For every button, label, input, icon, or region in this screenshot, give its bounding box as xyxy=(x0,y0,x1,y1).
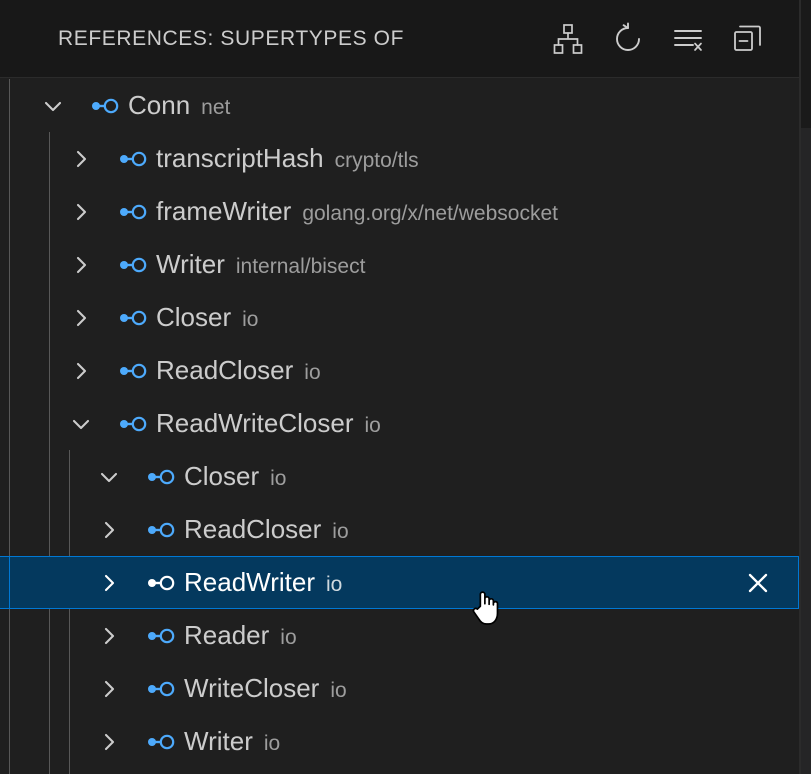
chevron-right-icon[interactable] xyxy=(92,662,126,715)
chevron-right-icon[interactable] xyxy=(92,715,126,768)
interface-symbol-icon xyxy=(144,450,178,503)
chevron-down-icon[interactable] xyxy=(36,79,70,132)
tree-row-labels: ReadWriter io xyxy=(184,556,342,609)
tree-row-name: transcriptHash xyxy=(156,143,324,173)
tree-row-labels: ReadWriteCloser io xyxy=(156,397,381,450)
interface-symbol-icon xyxy=(144,556,178,609)
tree-row-name: frameWriter xyxy=(156,196,292,226)
tree-row[interactable]: WriteCloser io xyxy=(0,662,799,715)
tree-row[interactable]: Writer io xyxy=(0,715,799,768)
panel-header: REFERENCES: SUPERTYPES OF xyxy=(0,0,799,78)
refresh-icon[interactable] xyxy=(609,20,647,58)
tree-row-description: internal/bisect xyxy=(235,255,366,278)
tree-row-name: ReadWriteCloser xyxy=(156,408,354,438)
tree-row-labels: Writer io xyxy=(184,715,280,768)
chevron-right-icon[interactable] xyxy=(64,132,98,185)
interface-symbol-icon xyxy=(144,609,178,662)
interface-symbol-icon xyxy=(116,132,150,185)
tree-row-description: io xyxy=(242,308,259,331)
tree-row-name: ReadCloser xyxy=(184,514,322,544)
chevron-right-icon[interactable] xyxy=(92,503,126,556)
tree-row-labels: Closer io xyxy=(156,291,259,344)
tree-row-description: io xyxy=(364,414,381,437)
interface-symbol-icon xyxy=(116,238,150,291)
tree-row-name: ReadWriter xyxy=(184,567,316,597)
interface-symbol-icon xyxy=(116,344,150,397)
tree-row-labels: Reader io xyxy=(184,609,297,662)
tree-row-description: net xyxy=(201,96,231,119)
interface-symbol-icon xyxy=(116,397,150,450)
tree-row-labels: ReadCloser io xyxy=(156,344,321,397)
tree-row-labels: Closer io xyxy=(184,450,287,503)
tree-row-labels: frameWriter golang.org/x/net/websocket xyxy=(156,185,558,238)
page-title: REFERENCES: SUPERTYPES OF xyxy=(58,26,405,50)
interface-symbol-icon xyxy=(88,79,122,132)
tree-row-name: Closer xyxy=(156,302,232,332)
tree-row-description: io xyxy=(304,361,321,384)
chevron-right-icon[interactable] xyxy=(64,238,98,291)
chevron-down-icon[interactable] xyxy=(64,397,98,450)
tree-row-description: io xyxy=(330,679,347,702)
tree-row-name: Writer xyxy=(184,726,253,756)
tree-row[interactable]: ReadWriteCloser io xyxy=(0,397,799,450)
tree-row[interactable]: ReadCloser io xyxy=(0,344,799,397)
tree-row[interactable]: frameWriter golang.org/x/net/websocket xyxy=(0,185,799,238)
tree-row-description: io xyxy=(280,626,297,649)
header-actions xyxy=(549,20,767,58)
chevron-down-icon[interactable] xyxy=(92,450,126,503)
tree-row-name: Reader xyxy=(184,620,270,650)
chevron-right-icon[interactable] xyxy=(92,556,126,609)
tree-row-description: golang.org/x/net/websocket xyxy=(302,202,558,225)
tree-row-description: crypto/tls xyxy=(334,149,419,172)
tree-row-labels: Writer internal/bisect xyxy=(156,238,365,291)
panel-edge-divider xyxy=(799,0,801,774)
tree-row-description: io xyxy=(332,520,349,543)
close-icon[interactable] xyxy=(739,564,777,602)
tree-row-name: Conn xyxy=(128,90,191,120)
tree-row[interactable]: Closer io xyxy=(0,291,799,344)
tree-row[interactable]: Closer io xyxy=(0,450,799,503)
interface-symbol-icon xyxy=(144,715,178,768)
tree-row-description: io xyxy=(263,732,281,755)
tree-row-name: ReadCloser xyxy=(156,355,294,385)
tree-row-labels: transcriptHash crypto/tls xyxy=(156,132,419,185)
tree-row-labels: ReadCloser io xyxy=(184,503,349,556)
tree-row-name: Closer xyxy=(184,461,260,491)
chevron-right-icon[interactable] xyxy=(64,344,98,397)
collapse-all-icon[interactable] xyxy=(729,20,767,58)
tree-row-description: io xyxy=(326,573,343,596)
chevron-right-icon[interactable] xyxy=(92,609,126,662)
show-type-hierarchy-icon[interactable] xyxy=(549,20,587,58)
interface-symbol-icon xyxy=(116,185,150,238)
interface-symbol-icon xyxy=(116,291,150,344)
tree-row[interactable]: ReadCloser io xyxy=(0,503,799,556)
tree-row-name: Writer xyxy=(156,249,225,279)
interface-symbol-icon xyxy=(144,503,178,556)
tree-row-labels: WriteCloser io xyxy=(184,662,347,715)
tree-row-name: WriteCloser xyxy=(184,673,320,703)
chevron-right-icon[interactable] xyxy=(64,291,98,344)
interface-symbol-icon xyxy=(144,662,178,715)
clear-all-icon[interactable] xyxy=(669,20,707,58)
adjacent-editor-edge-lower xyxy=(801,128,811,774)
tree-row[interactable]: Reader io xyxy=(0,609,799,662)
tree-row[interactable]: transcriptHash crypto/tls xyxy=(0,132,799,185)
tree-row[interactable]: Writer internal/bisect xyxy=(0,238,799,291)
tree-row-description: io xyxy=(270,467,287,490)
tree-row-selected[interactable]: ReadWriter io xyxy=(0,556,799,609)
chevron-right-icon[interactable] xyxy=(64,185,98,238)
